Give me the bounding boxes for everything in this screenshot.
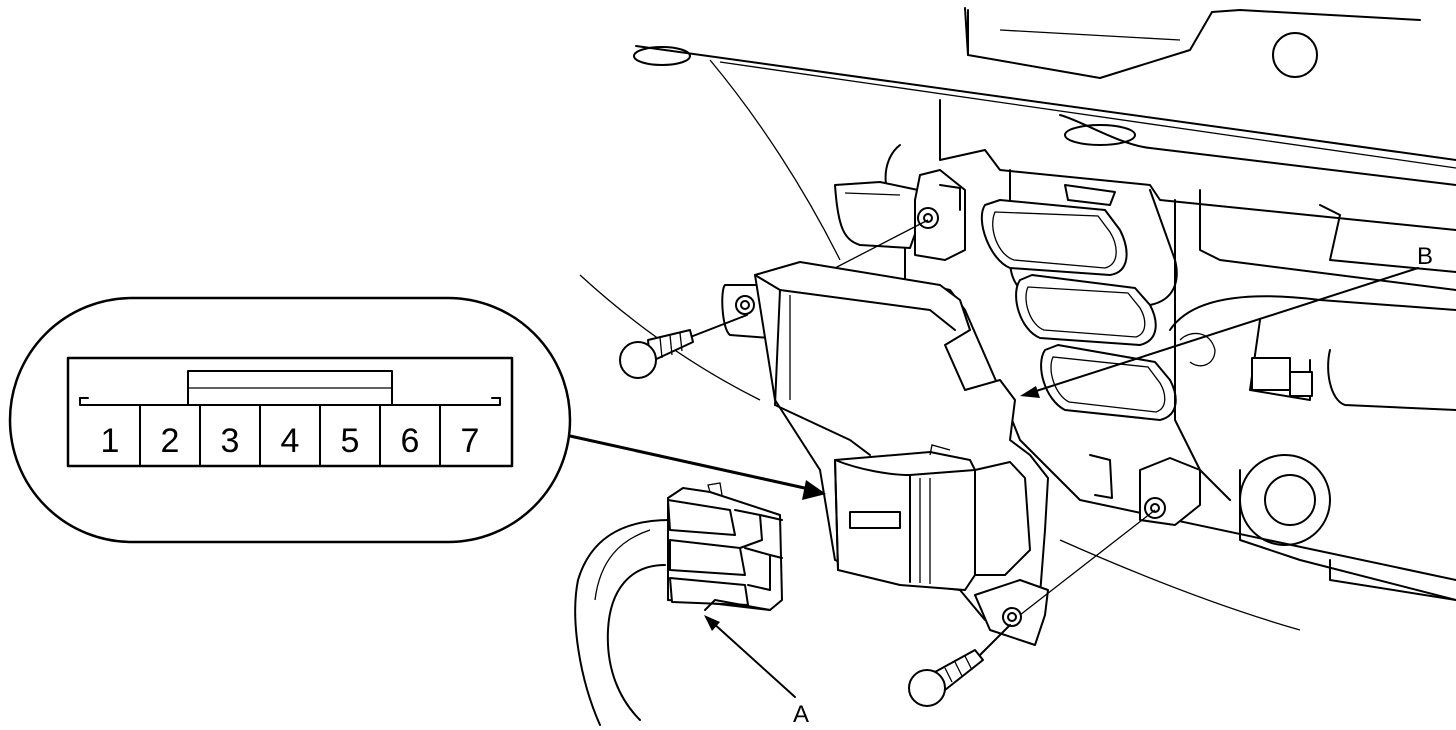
callout-arrow-inset: [568, 434, 826, 500]
pin-label-5: 5: [341, 422, 360, 460]
callout-label-b: B: [1417, 243, 1433, 270]
pinout-inset: 1 2 3 4 5 6 7: [8, 296, 572, 544]
screw-leader-lower: [1019, 509, 1156, 616]
pin-label-3: 3: [221, 422, 240, 460]
pin-label-7: 7: [461, 422, 480, 460]
callout-arrow-b: [1020, 267, 1419, 398]
screw-left: [619, 314, 748, 379]
pin-label-6: 6: [401, 422, 420, 460]
heater-case-housing: [579, 7, 1456, 631]
actuator-motor: [721, 261, 1049, 646]
pin-label-2: 2: [161, 422, 180, 460]
callout-label-a: A: [793, 701, 809, 728]
pin-label-1: 1: [101, 422, 120, 460]
harness-connector: [574, 482, 783, 726]
screw-leader-upper: [834, 219, 929, 269]
pin-label-4: 4: [281, 422, 300, 460]
callout-arrow-a: [704, 615, 796, 698]
screw-right: [908, 624, 1011, 707]
